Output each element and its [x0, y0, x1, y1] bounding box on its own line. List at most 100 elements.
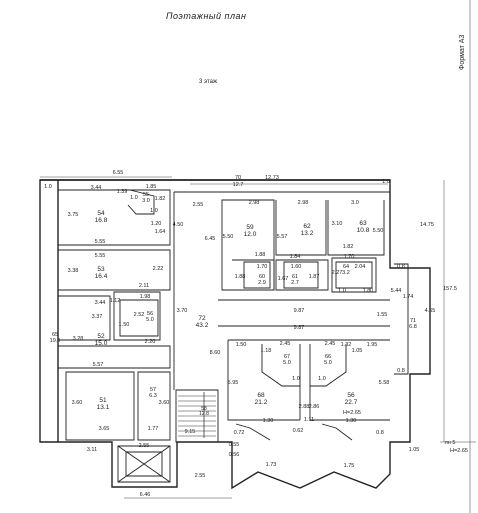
dim: 6.46 [140, 492, 151, 498]
dim: 1.50 [236, 342, 247, 348]
dim: 1.87 [309, 274, 320, 280]
room-71-num: 71 [410, 318, 416, 324]
room-61-num: 61 [292, 274, 298, 280]
dim: 3.11 [87, 447, 97, 453]
dim: 12.7 [233, 182, 244, 188]
dim: 1.77 [148, 426, 159, 432]
dim: H=2.65 [450, 448, 468, 454]
dim: 1.0 [44, 184, 52, 190]
dim: 0.8 [397, 368, 405, 374]
floor-label: 3 этаж [199, 79, 217, 85]
room-72-num: 72 [198, 315, 206, 322]
room-66-num: 66 [325, 354, 331, 360]
dim: 3.10 [332, 221, 343, 227]
dim: 5.50 [223, 234, 234, 240]
room-52-num: 52 [97, 333, 105, 340]
dim: 2.11 [139, 283, 149, 289]
dim: 2.20 [145, 339, 156, 345]
room-68-area: 21.2 [255, 399, 268, 406]
room-52-area: 15.0 [95, 340, 108, 347]
room-55-num: 55 [143, 192, 149, 198]
dim: 1.74 [403, 294, 414, 300]
inner-walls [58, 189, 409, 483]
dim: 1.70 [257, 264, 268, 270]
dim: лн 5 [445, 440, 456, 446]
dim: 5.50 [373, 228, 384, 234]
dim: 1.55 [377, 312, 388, 318]
dim: 2.86 [309, 404, 320, 410]
room-65-num: 65 [52, 332, 58, 338]
dim: 1.39 [117, 189, 128, 195]
stairs-hatch [178, 395, 216, 437]
dim: 0.72 [234, 430, 245, 436]
dim: 2.55 [139, 443, 150, 449]
dim: 2.45 [325, 341, 336, 347]
room-60-area: 2.9 [258, 280, 266, 286]
dim: 3.0 [351, 200, 359, 206]
dim: 1.70 [344, 254, 355, 260]
room-62-num: 62 [303, 223, 311, 230]
dim: 1.88 [255, 252, 266, 258]
room-72-area: 43.2 [196, 322, 209, 329]
dim: 3.38 [68, 268, 79, 274]
dim: 1.73 [266, 462, 277, 468]
outer-walls [39, 179, 431, 490]
room-67-area: 5.0 [283, 360, 291, 366]
dim: 1.95 [367, 342, 378, 348]
room-56b-area: 22.7 [345, 399, 358, 406]
dim: 1.84 [290, 254, 301, 260]
room-64-num: 64 [343, 264, 349, 270]
dim: 0.62 [293, 428, 304, 434]
room-51-area: 13.1 [97, 404, 110, 411]
room-62-area: 13.2 [301, 230, 314, 237]
dim: 6.45 [205, 236, 216, 242]
dim: 9.87 [294, 308, 305, 314]
dim: 2.55 [195, 473, 206, 479]
dim: 5.44 [391, 288, 402, 294]
dim: 5.55 [95, 239, 106, 245]
room-57-area: 6.3 [149, 393, 157, 399]
room-66-area: 5.0 [324, 360, 332, 366]
dimension-lines [40, 176, 476, 499]
dimension-labels: 6.55 70 12.73 12.7 1.0 1.0 3.44 1.39 1.8… [44, 170, 468, 498]
room-63-area: 10.8 [357, 227, 370, 234]
dim: 2.98 [298, 200, 309, 206]
dim: 1.11 [304, 417, 314, 423]
dim: 1.30 [263, 418, 274, 424]
dim: 0.8 [376, 430, 384, 436]
room-68-num: 68 [257, 392, 265, 399]
dim: 4.65 [425, 308, 436, 314]
dim: 5.55 [95, 253, 106, 259]
dim: 1.0 [382, 179, 390, 185]
dim: 1.05 [352, 348, 363, 354]
dim: 70 [235, 175, 241, 181]
dim: 2.55 [193, 202, 204, 208]
dim: 1.80 [363, 288, 374, 294]
room-55-area: 3.0 [142, 198, 150, 204]
dim: 1.20 [151, 221, 162, 227]
dim: 1.75 [344, 463, 355, 469]
dim: 5.95 [228, 380, 239, 386]
room-51-num: 51 [99, 397, 107, 404]
room-59-num: 59 [246, 224, 254, 231]
room-59-area: 12.0 [244, 231, 257, 238]
room-labels: 54 16.8 53 16.4 52 15.0 51 13.1 55 3.0 5… [50, 192, 417, 417]
dim: 0.55 [229, 442, 240, 448]
dim: 3.44 [91, 185, 102, 191]
dim: 1.82 [155, 196, 166, 202]
dim: 2.98 [249, 200, 260, 206]
dim: 1.67 [278, 276, 289, 282]
dim: 1.0 [318, 376, 326, 382]
room-71-area: 6.8 [409, 324, 417, 330]
dim: 0.8 [397, 264, 405, 270]
dim: 5.57 [277, 234, 288, 240]
room-63-num: 63 [359, 220, 367, 227]
dim: 3.28 [73, 336, 84, 342]
dim: 0.56 [229, 452, 240, 458]
dim: 3.60 [159, 400, 170, 406]
room-61-area: 2.7 [291, 280, 299, 286]
dim: 1.0 [338, 288, 346, 294]
dim: 2.88 [299, 404, 310, 410]
dim: 2.22 [153, 266, 164, 272]
